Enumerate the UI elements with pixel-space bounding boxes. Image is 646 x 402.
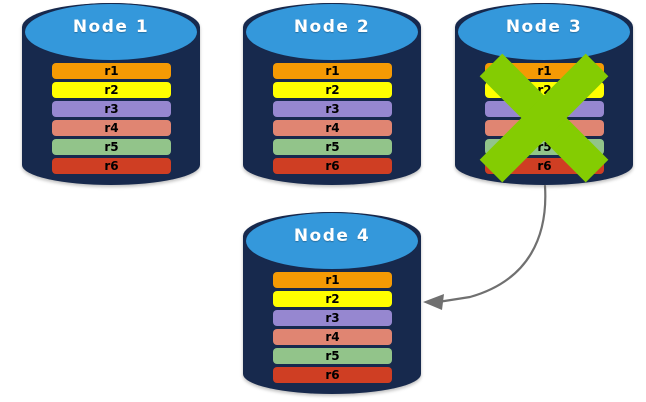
row-r6: r6	[273, 158, 392, 174]
row-r1: r1	[485, 63, 604, 79]
row-r5: r5	[273, 139, 392, 155]
node-4-rows: r1 r2 r3 r4 r5 r6	[273, 272, 392, 386]
node-1-rows: r1 r2 r3 r4 r5 r6	[52, 63, 171, 177]
row-r5: r5	[485, 139, 604, 155]
row-r2: r2	[273, 82, 392, 98]
node-1[interactable]: Node 1 r1 r2 r3 r4 r5 r6	[22, 3, 200, 185]
row-r2: r2	[485, 82, 604, 98]
node-4[interactable]: Node 4 r1 r2 r3 r4 r5 r6	[243, 212, 421, 394]
arrowhead-icon	[423, 294, 444, 310]
node-2-rows: r1 r2 r3 r4 r5 r6	[273, 63, 392, 177]
row-r6: r6	[52, 158, 171, 174]
cylinder-top-ellipse	[245, 212, 419, 270]
cylinder-top-ellipse	[457, 3, 631, 61]
row-r1: r1	[273, 272, 392, 288]
row-r4: r4	[273, 329, 392, 345]
row-r4: r4	[485, 120, 604, 136]
row-r6: r6	[485, 158, 604, 174]
row-r4: r4	[52, 120, 171, 136]
row-r5: r5	[273, 348, 392, 364]
node-3[interactable]: Node 3 r1 r2 r3 r4 r5 r6	[455, 3, 633, 185]
row-r3: r3	[52, 101, 171, 117]
row-r2: r2	[273, 291, 392, 307]
row-r2: r2	[52, 82, 171, 98]
row-r4: r4	[273, 120, 392, 136]
row-r5: r5	[52, 139, 171, 155]
row-r6: r6	[273, 367, 392, 383]
cylinder-top-ellipse	[245, 3, 419, 61]
row-r3: r3	[273, 310, 392, 326]
row-r3: r3	[273, 101, 392, 117]
row-r1: r1	[52, 63, 171, 79]
row-r1: r1	[273, 63, 392, 79]
row-r3: r3	[485, 101, 604, 117]
node-2[interactable]: Node 2 r1 r2 r3 r4 r5 r6	[243, 3, 421, 185]
cylinder-top-ellipse	[24, 3, 198, 61]
node-3-rows: r1 r2 r3 r4 r5 r6	[485, 63, 604, 177]
